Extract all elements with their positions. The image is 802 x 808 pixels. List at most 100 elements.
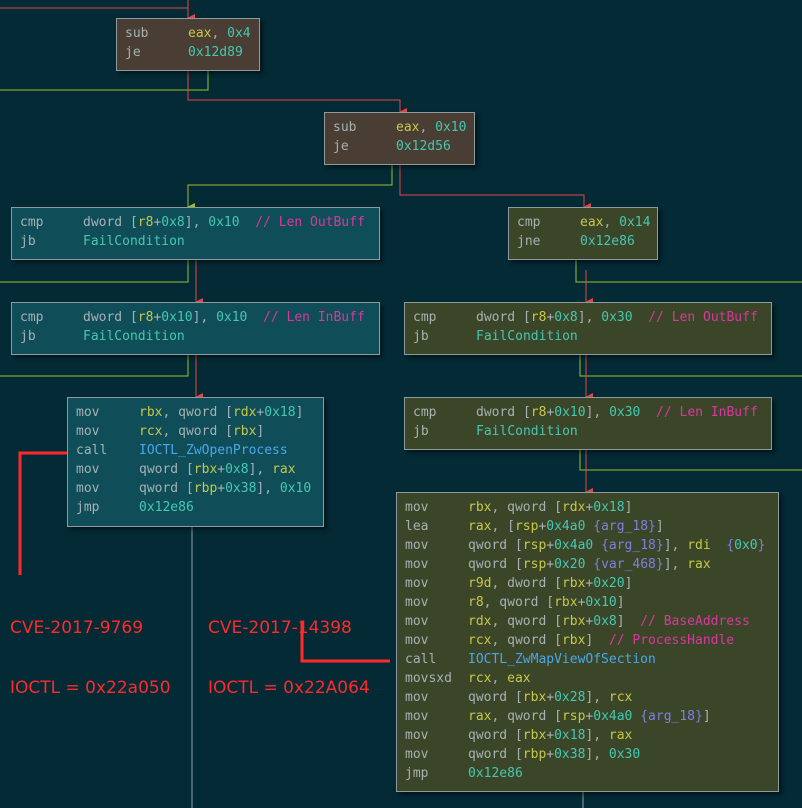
- operand-num[interactable]: 0x18: [593, 500, 625, 515]
- mnemonic: mov: [405, 747, 429, 762]
- mnemonic: mov: [405, 557, 429, 572]
- operand-num[interactable]: 0x10: [216, 310, 248, 325]
- operand-plain: ,: [419, 120, 436, 135]
- operand-num[interactable]: 0x20: [593, 576, 625, 591]
- operand-reg: rbx: [522, 690, 547, 705]
- operand-num[interactable]: 0x8: [225, 462, 249, 477]
- operand-num[interactable]: 0x18: [554, 728, 586, 743]
- operand-num[interactable]: 0x12d89: [188, 45, 243, 60]
- operand-num[interactable]: 0x12e86: [580, 234, 635, 249]
- operand-num[interactable]: 0x12e86: [468, 766, 523, 781]
- operand-num[interactable]: 0x12d56: [396, 139, 451, 154]
- operand-num[interactable]: 0x4a0: [554, 538, 594, 553]
- operand-num[interactable]: 0x10: [279, 481, 312, 496]
- operand-num[interactable]: 0x38: [554, 747, 586, 762]
- operand-num[interactable]: 0x4: [227, 26, 251, 41]
- operand-num[interactable]: 0x0: [734, 538, 758, 553]
- operand-num[interactable]: 0x10: [585, 595, 617, 610]
- operand-num[interactable]: 0x8: [554, 310, 578, 325]
- operand-mem: ],: [184, 215, 209, 230]
- operands: rbx, qword [rdx+0x18]: [468, 498, 632, 517]
- instruction-line[interactable]: call IOCTL_ZwMapViewOfSection: [397, 650, 778, 669]
- operand-mem: , qword [: [491, 500, 562, 515]
- operand-num[interactable]: 0x28: [554, 690, 586, 705]
- operand-num[interactable]: 0x30: [609, 405, 641, 420]
- operand-mem: , qword [: [162, 405, 233, 420]
- operand-fn[interactable]: IOCTL_ZwOpenProcess: [139, 443, 288, 458]
- operand-mem: , qword [: [491, 633, 562, 648]
- operand-num[interactable]: FailCondition: [476, 329, 578, 344]
- operand-num[interactable]: 0x8: [593, 614, 617, 629]
- operand-mem: ]: [295, 405, 304, 420]
- operand-num[interactable]: 0x10: [435, 120, 467, 135]
- operand-num[interactable]: FailCondition: [83, 329, 185, 344]
- operand-num[interactable]: 0x20: [554, 557, 586, 572]
- operand-num[interactable]: 0x12e86: [139, 500, 194, 515]
- operand-num[interactable]: 0x30: [601, 310, 633, 325]
- operand-reg: rax: [608, 728, 633, 743]
- operand-num[interactable]: 0x30: [608, 747, 641, 762]
- operand-num[interactable]: 0x4a0: [593, 709, 633, 724]
- operand-num[interactable]: 0x10: [161, 310, 193, 325]
- operand-fn[interactable]: IOCTL_ZwMapViewOfSection: [468, 652, 656, 667]
- operand-num[interactable]: 0x18: [264, 405, 296, 420]
- operand-num[interactable]: 0x8: [161, 215, 185, 230]
- operands: rcx, eax: [468, 669, 531, 688]
- operands: 0x12e86: [468, 764, 523, 783]
- operand-mem: ]: [702, 709, 711, 724]
- operand-num[interactable]: FailCondition: [476, 424, 578, 439]
- operands: FailCondition: [476, 327, 578, 346]
- operand-num[interactable]: 0x14: [619, 215, 651, 230]
- operand-num[interactable]: 0x10: [208, 215, 240, 230]
- operand-num[interactable]: FailCondition: [83, 234, 185, 249]
- operand-num[interactable]: 0x38: [225, 481, 257, 496]
- operand-num[interactable]: 0x10: [554, 405, 586, 420]
- mnemonic: call: [405, 652, 437, 667]
- operand-reg: rbx: [193, 462, 218, 477]
- operand-num[interactable]: 0x4a0: [546, 519, 586, 534]
